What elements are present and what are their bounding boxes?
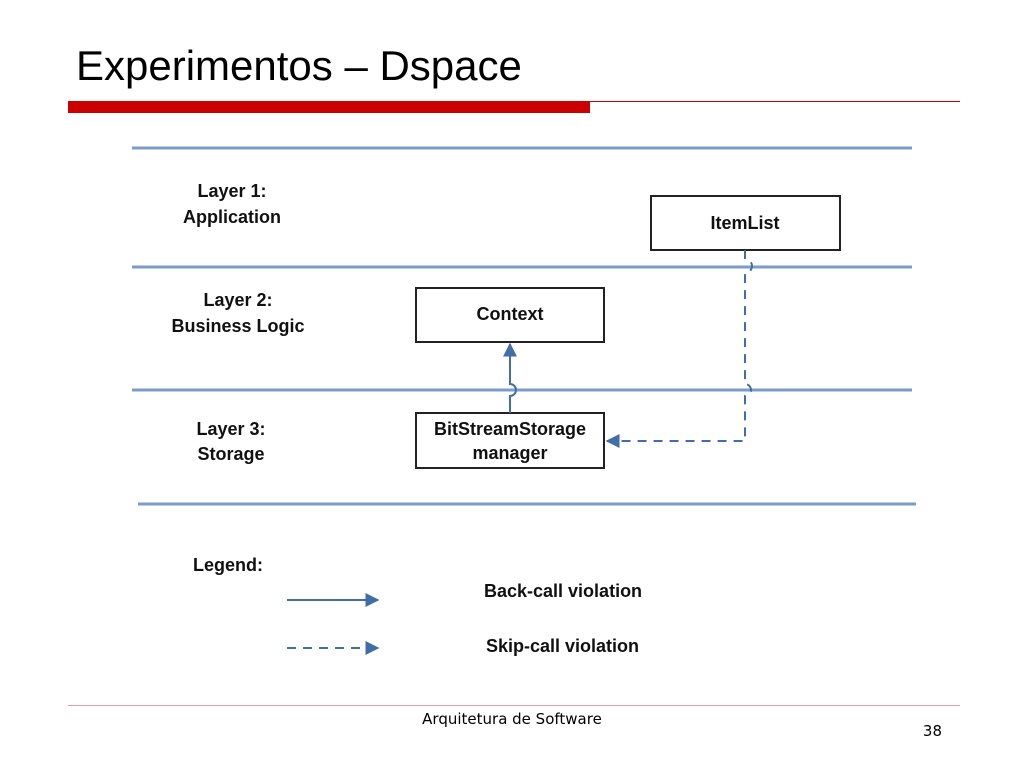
layer-1-name: Layer 1: [197, 181, 266, 201]
layer-3-label: Layer 3: Storage [196, 419, 265, 464]
layer-2-name: Layer 2: [203, 290, 272, 310]
bitstream-label-line2: manager [472, 443, 547, 463]
bitstream-label-line1: BitStreamStorage [434, 419, 586, 439]
layer-2-label: Layer 2: Business Logic [171, 290, 304, 336]
legend-title: Legend: [193, 555, 263, 575]
itemlist-box: ItemList [650, 195, 841, 251]
legend-backcall-label: Back-call violation [484, 581, 642, 601]
title-underline-bar [68, 101, 590, 113]
itemlist-label: ItemList [710, 213, 779, 233]
footer-text: Arquitetura de Software [422, 710, 602, 728]
layer-1-desc: Application [183, 207, 281, 227]
layer-3-name: Layer 3: [196, 419, 265, 439]
backcall-arrow [503, 342, 517, 413]
bitstream-storage-box: BitStreamStorage manager [415, 412, 605, 469]
layer-1-label: Layer 1: Application [183, 181, 281, 227]
skipcall-arrow [605, 250, 753, 448]
context-label: Context [477, 304, 544, 324]
slide-title: Experimentos – Dspace [76, 42, 522, 89]
title-underline-rule [68, 101, 960, 102]
layer-2-desc: Business Logic [171, 316, 304, 336]
footer-rule [68, 705, 960, 706]
context-box: Context [415, 287, 605, 343]
layer-3-desc: Storage [197, 444, 264, 464]
page-number: 38 [922, 722, 942, 740]
legend-skipcall-label: Skip-call violation [486, 636, 639, 656]
